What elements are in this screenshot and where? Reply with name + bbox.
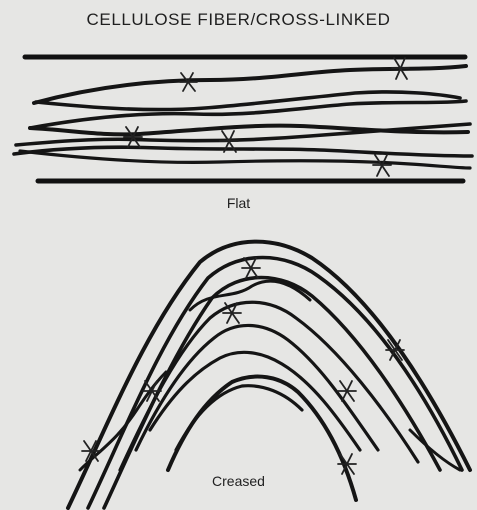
flat-label: Flat: [0, 195, 477, 211]
creased-label: Creased: [0, 473, 477, 489]
flat-fiber: [36, 92, 460, 110]
creased-panel: [68, 242, 470, 508]
cross-link: [180, 73, 197, 91]
flat-fiber: [34, 66, 466, 103]
creased-fiber: [176, 386, 302, 450]
cross-link: [124, 127, 142, 147]
cross-link: [392, 58, 409, 79]
flat-fiber: [14, 147, 472, 156]
cross-link: [373, 155, 391, 176]
flat-panel: [14, 57, 472, 181]
creased-fiber: [88, 258, 462, 509]
